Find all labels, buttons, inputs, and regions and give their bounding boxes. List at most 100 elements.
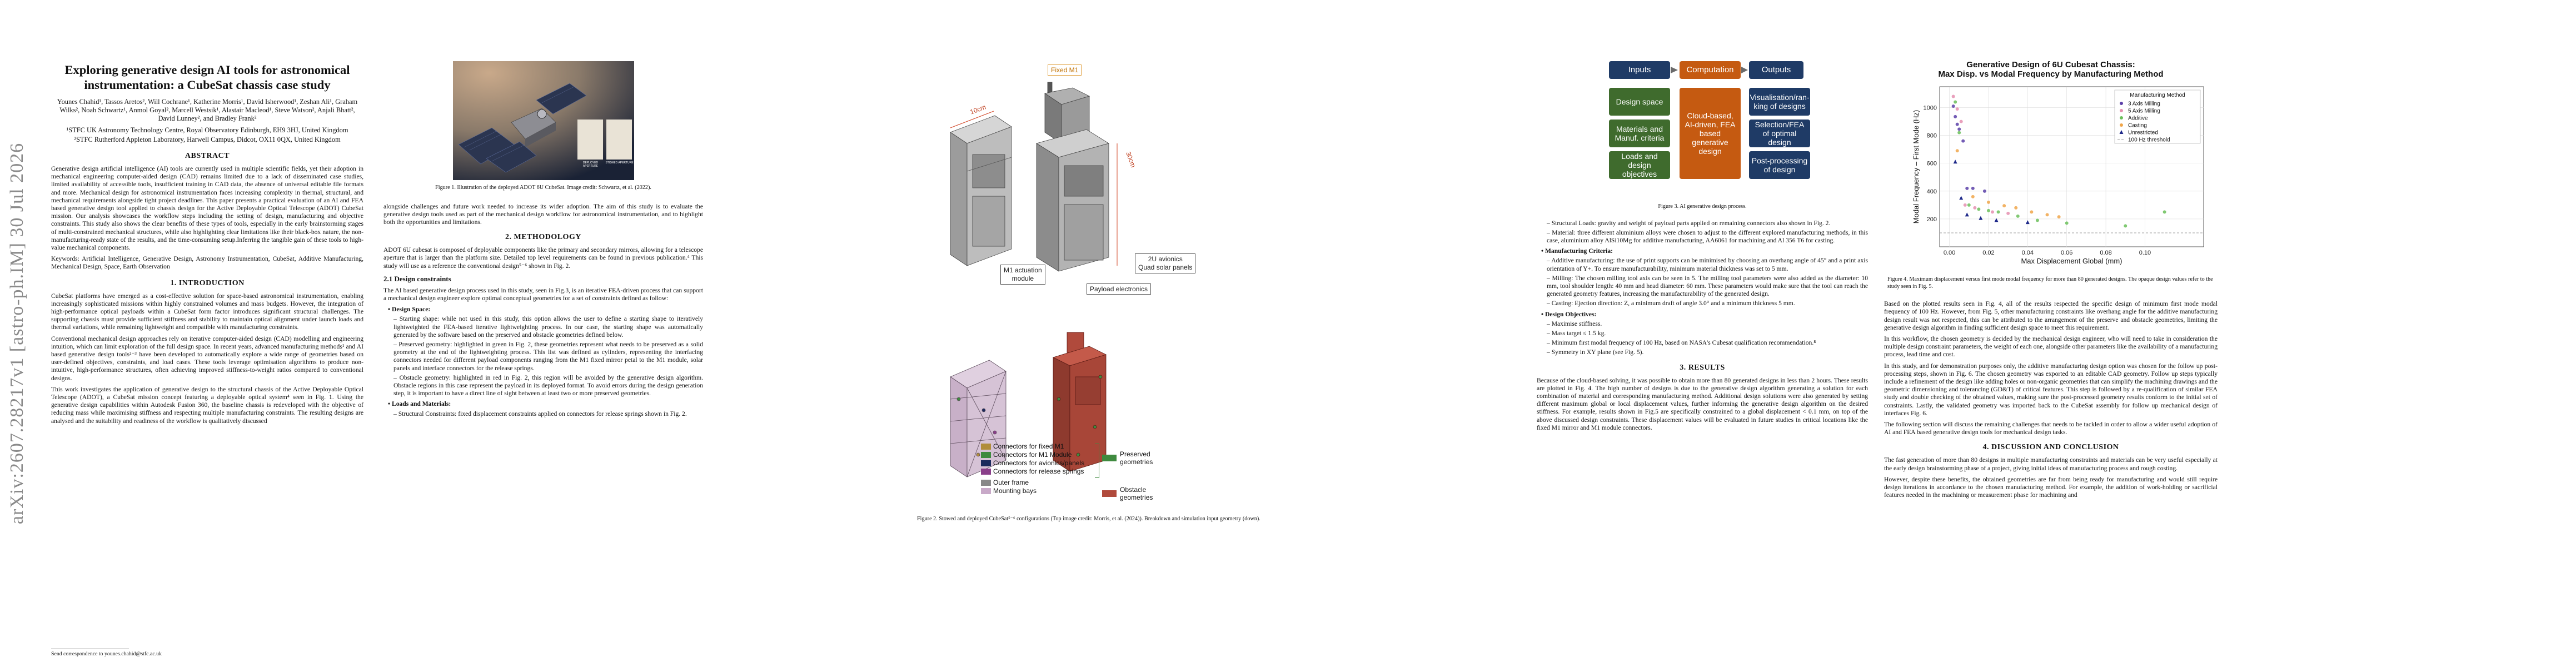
data-point	[1961, 139, 1965, 143]
design-space-item: – Preserved geometry: highlighted in gre…	[393, 341, 703, 372]
inset-stowed	[606, 120, 632, 160]
loads-title: • Loads and Materials:	[388, 400, 451, 408]
data-point	[1971, 186, 1975, 190]
keywords: Keywords: Artificial Intelligence, Gener…	[51, 255, 363, 271]
fixed-m1-callout: Fixed M1	[1048, 64, 1082, 76]
loads-box: Loads and design objectives	[1609, 151, 1670, 179]
data-point	[1955, 107, 1959, 111]
legend-box	[2114, 89, 2201, 144]
figure-2: Fixed M1 10cm 30cm 2U avionics Quad sola…	[928, 64, 1256, 510]
figure-2-caption: Figure 2. Stowed and deployed CubeSat⁵⁻⁶…	[917, 516, 1260, 522]
legend-label: Casting	[2128, 123, 2147, 129]
data-point	[1973, 206, 1977, 210]
data-point	[2016, 214, 2020, 218]
legend-item: Mounting bays	[981, 487, 1092, 495]
y-axis-label: Modal Frequency – First Mode (Hz)	[1912, 110, 1920, 223]
objectives-item: – Minimum first modal frequency of 100 H…	[1547, 339, 1816, 347]
data-point	[2057, 215, 2061, 219]
stowed-cubesat	[950, 115, 1012, 266]
design-constraints-heading: 2.1 Design constraints	[383, 274, 451, 283]
page1-column: Exploring generative design AI tools for…	[51, 0, 363, 667]
col4-paragraph: The following section will discuss the r…	[1884, 421, 2218, 436]
design-space-title: • Design Space:	[388, 306, 431, 313]
design-constraints-intro: The AI based generative design process u…	[383, 286, 703, 302]
legend-swatch	[981, 479, 991, 486]
footnote: Send correspondence to younes.chahid@stf…	[51, 649, 162, 657]
data-point	[2124, 224, 2127, 228]
inset-deployed	[577, 120, 603, 160]
legend-label: 5 Axis Milling	[2128, 108, 2160, 115]
abstract-heading: ABSTRACT	[185, 152, 230, 160]
chassis-renders	[950, 82, 1118, 477]
legend-marker	[2120, 116, 2123, 120]
outputs-header: Outputs	[1749, 61, 1803, 79]
page1-column2: DEPLOYED APERTURE STOWED APERTURE Figure…	[383, 0, 703, 667]
cloud-computation-box: Cloud-based, AI-driven, FEA based genera…	[1680, 88, 1741, 179]
data-point	[2035, 218, 2039, 222]
legend-item: Connectors for release springs	[981, 467, 1092, 475]
legend-title: Manufacturing Method	[2130, 92, 2185, 98]
affiliation-1: ¹STFC UK Astronomy Technology Centre, Ro…	[66, 126, 348, 134]
data-point	[1977, 207, 1981, 211]
legend-swatch	[981, 460, 991, 466]
intro-heading: 1. INTRODUCTION	[170, 278, 245, 287]
obstacle-geometry	[1052, 332, 1107, 472]
selection-box: Selection/FEA of optimal design	[1749, 120, 1810, 147]
data-point	[1991, 210, 1994, 214]
intro-paragraph: CubeSat platforms have emerged as a cost…	[51, 292, 363, 331]
loads-item: – Material: three different aluminium al…	[1547, 228, 1868, 244]
data-point	[1954, 100, 1957, 104]
data-point	[1971, 195, 1975, 198]
col2-continuation: alongside challenges and future work nee…	[383, 202, 703, 226]
data-point	[1951, 94, 1955, 98]
page3-column: Inputs Computation Outputs Design space …	[1537, 0, 1868, 667]
flow-arrows	[1671, 67, 1748, 73]
manufacturing-title: • Manufacturing Criteria:	[1541, 247, 1613, 255]
x-tick-label: 0.08	[2100, 250, 2111, 256]
intro-paragraph: Conventional mechanical design approache…	[51, 335, 363, 382]
y-tick-label: 200	[1927, 216, 1937, 223]
data-point	[2045, 213, 2049, 217]
paper-title: Exploring generative design AI tools for…	[64, 63, 350, 92]
y-tick-label: 400	[1927, 188, 1937, 195]
data-point	[1957, 127, 1961, 131]
objectives-item: – Mass target ≤ 1.5 kg.	[1547, 330, 1606, 337]
legend-item: Connectors for M1 Module	[981, 451, 1092, 459]
legend-label: 100 Hz threshold	[2128, 137, 2170, 143]
legend-label: Unrestricted	[2128, 130, 2158, 136]
cubesat-render	[452, 61, 634, 180]
m1-actuation-callout: M1 actuation module	[1000, 265, 1045, 285]
discussion-paragraph: However, despite these benefits, the obt…	[1884, 475, 2218, 499]
preserved-bracket	[1095, 444, 1099, 478]
data-point	[1959, 196, 1964, 200]
loads-item: – Structural Loads: gravity and weight o…	[1547, 219, 1831, 227]
y-tick-label: 800	[1927, 133, 1937, 140]
avionics-callout: 2U avionics Quad solar panels	[1135, 253, 1196, 273]
legend-swatch	[981, 451, 991, 458]
data-point	[1959, 120, 1963, 123]
visualisation-box: Visualisation/ran-king of designs	[1749, 88, 1810, 116]
data-point	[2025, 220, 2030, 225]
figure-3-caption: Figure 3. AI generative design process.	[1658, 203, 1747, 210]
manufacturing-item: – Casting: Ejection direction: Z, a mini…	[1547, 300, 1795, 307]
data-point	[2030, 210, 2034, 214]
data-point	[1986, 208, 1990, 212]
legend-marker	[2120, 102, 2123, 105]
preserved-label: Preserved geometries	[1120, 450, 1153, 466]
data-point	[1996, 210, 2000, 214]
intro-paragraph: This work investigates the application o…	[51, 385, 363, 425]
data-point	[1955, 122, 1959, 126]
methodology-intro: ADOT 6U cubesat is composed of deployabl…	[383, 246, 703, 270]
legend-swatch	[981, 468, 991, 475]
figure-3: Inputs Computation Outputs Design space …	[1609, 61, 1810, 200]
data-point	[1982, 189, 1986, 193]
x-tick-label: 0.10	[2139, 250, 2151, 256]
preserved-swatch	[1102, 455, 1117, 461]
discussion-heading: 4. DISCUSSION AND CONCLUSION	[1982, 443, 2119, 452]
author-list: Younes Chahid¹, Tassos Aretos², Will Coc…	[57, 98, 358, 122]
figure-1-image: DEPLOYED APERTURE STOWED APERTURE	[452, 61, 634, 180]
stowed-aperture-label: STOWED APERTURE	[605, 161, 634, 165]
data-point	[2163, 210, 2166, 214]
legend-label: Additive	[2128, 116, 2148, 122]
y-tick-label: 1000	[1924, 105, 1937, 112]
